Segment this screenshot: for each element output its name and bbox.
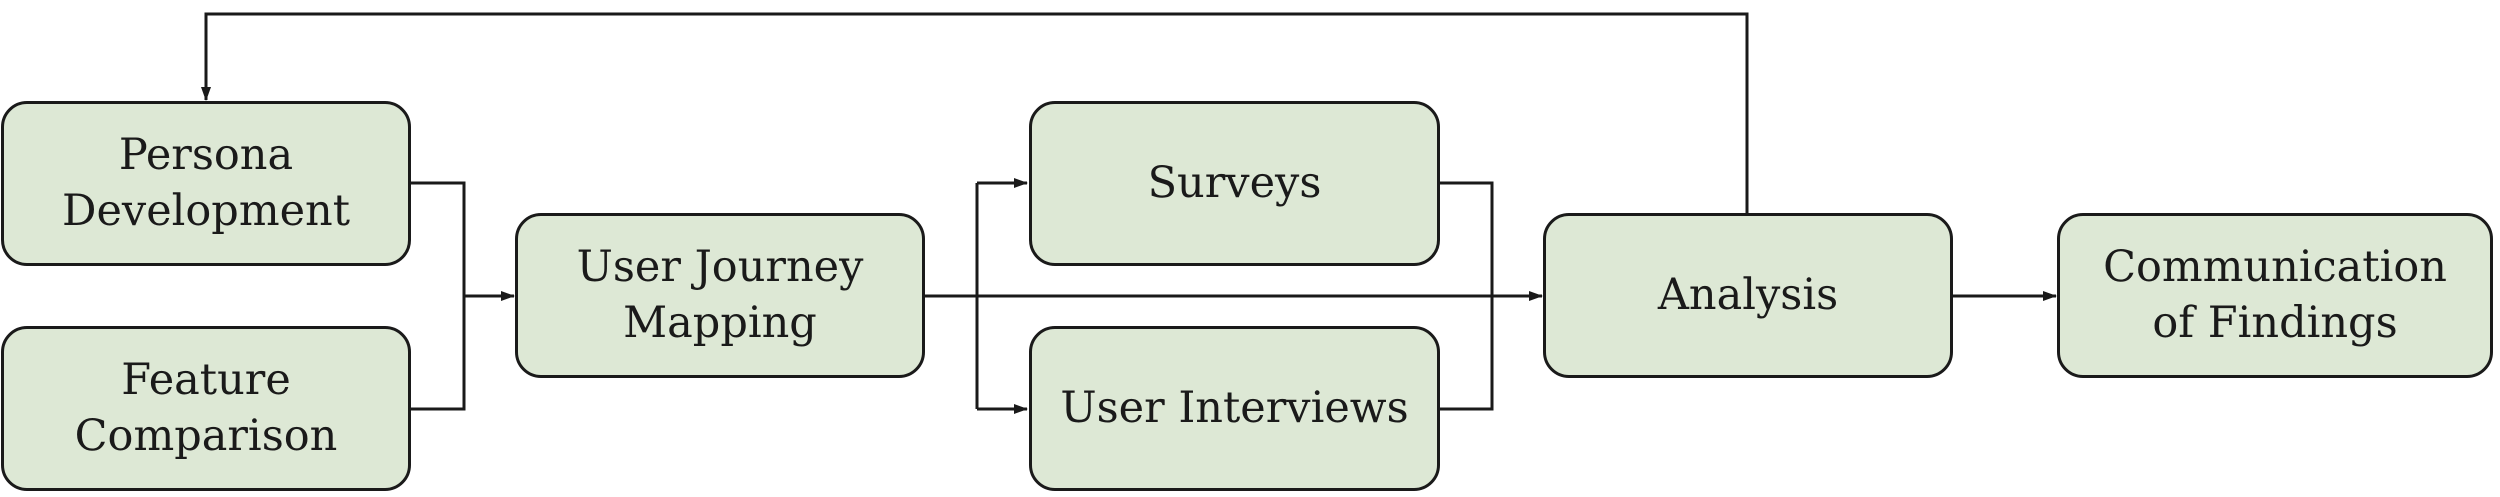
- connector-feature-merge: [411, 296, 466, 411]
- node-communication-of-findings: Communication of Findings: [2057, 213, 2493, 378]
- node-analysis: Analysis: [1543, 213, 1953, 378]
- node-surveys: Surveys: [1029, 101, 1440, 266]
- node-label: User Journey Mapping: [576, 242, 864, 348]
- node-label: Feature Comparison: [74, 355, 338, 461]
- node-user-journey-mapping: User Journey Mapping: [515, 213, 925, 378]
- connector-interviews-merge: [1440, 296, 1494, 411]
- node-label: Surveys: [1147, 157, 1322, 208]
- connector-persona-merge: [411, 181, 466, 296]
- node-persona-development: Persona Development: [1, 101, 411, 266]
- node-label: User Interviews: [1060, 382, 1409, 433]
- connector-surveys-merge: [1440, 181, 1494, 296]
- node-label: Analysis: [1657, 269, 1839, 320]
- feedback-loop-analysis-to-persona: [201, 12, 1749, 213]
- node-label: Persona Development: [61, 130, 351, 236]
- node-label: Communication of Findings: [2103, 242, 2447, 348]
- node-user-interviews: User Interviews: [1029, 326, 1440, 491]
- node-feature-comparison: Feature Comparison: [1, 326, 411, 491]
